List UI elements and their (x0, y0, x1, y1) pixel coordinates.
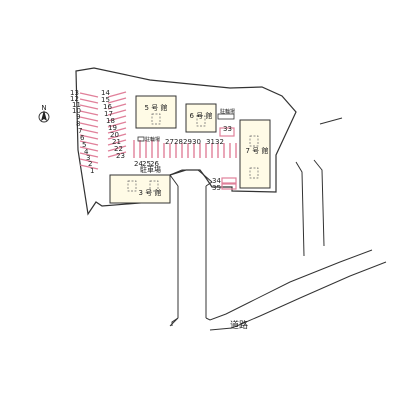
parking-number: 5 (82, 141, 86, 149)
parking-number: 22 (114, 145, 123, 153)
side-road (295, 117, 343, 257)
parking-number: 6 (80, 134, 85, 142)
parking-right-column (107, 91, 127, 158)
bicycle-label: 駐輪場 (145, 136, 160, 143)
parking-number: 19 (108, 124, 117, 132)
parking-number: 18 (106, 117, 115, 125)
building-label: 5 号 館 (145, 103, 168, 112)
bicycle-area-left (137, 136, 145, 142)
stair-marks (127, 113, 259, 192)
parking-number: 33 (223, 125, 232, 133)
parking-number: 11 (72, 101, 81, 109)
access-road (169, 169, 213, 318)
parking-number: 3 (86, 154, 90, 162)
parking-number: 21 (112, 138, 121, 146)
parking-stall-35 (221, 183, 237, 190)
building-5 (135, 95, 177, 129)
parking-number: 24 (134, 160, 143, 168)
parking-number: 31 (206, 138, 215, 146)
north-arrow-icon (38, 110, 50, 123)
parking-number: 23 (116, 152, 125, 160)
parking-number: 2 (88, 160, 92, 168)
parking-stall-33 (219, 127, 235, 137)
bicycle-area-right (217, 113, 235, 120)
building-7 (239, 119, 271, 189)
parking-number: 12 (70, 95, 79, 103)
north-label: N (41, 104, 46, 112)
parking-number: 9 (76, 113, 80, 121)
parking-number: 10 (72, 107, 81, 115)
parking-number: 26 (150, 160, 159, 168)
road-label: 道路 (230, 319, 248, 331)
parking-bottom-row (133, 140, 237, 158)
building-label: 7 号 館 (246, 146, 269, 155)
main-road (169, 249, 387, 331)
parking-number: 20 (110, 131, 119, 139)
parking-number: 16 (103, 103, 112, 111)
parking-number: 8 (76, 120, 80, 128)
parking-stall-34 (221, 177, 237, 184)
parking-number: 30 (192, 138, 201, 146)
building-label: 3 号 館 (139, 188, 162, 197)
site-boundary (75, 67, 297, 216)
parking-number: 13 (70, 89, 79, 97)
parking-number: 17 (104, 110, 113, 118)
parking-label: 駐車場 (140, 165, 161, 174)
building-6 (185, 103, 217, 133)
parking-number: 35 (212, 184, 221, 192)
bicycle-label: 駐輪場 (220, 108, 235, 115)
parking-number: 34 (212, 177, 221, 185)
parking-number: 25 (142, 160, 151, 168)
parking-left-column (79, 92, 99, 170)
parking-number: 4 (84, 148, 89, 156)
building-3 (109, 174, 171, 204)
parking-number: 27 (165, 138, 174, 146)
parking-number: 7 (78, 127, 82, 135)
parking-number: 32 (215, 138, 224, 146)
parking-number: 29 (183, 138, 192, 146)
parking-number: 1 (90, 167, 94, 175)
parking-number: 14 (101, 89, 110, 97)
building-label: 6 号 館 (190, 111, 213, 120)
parking-number: 15 (101, 96, 110, 104)
parking-number: 28 (174, 138, 183, 146)
